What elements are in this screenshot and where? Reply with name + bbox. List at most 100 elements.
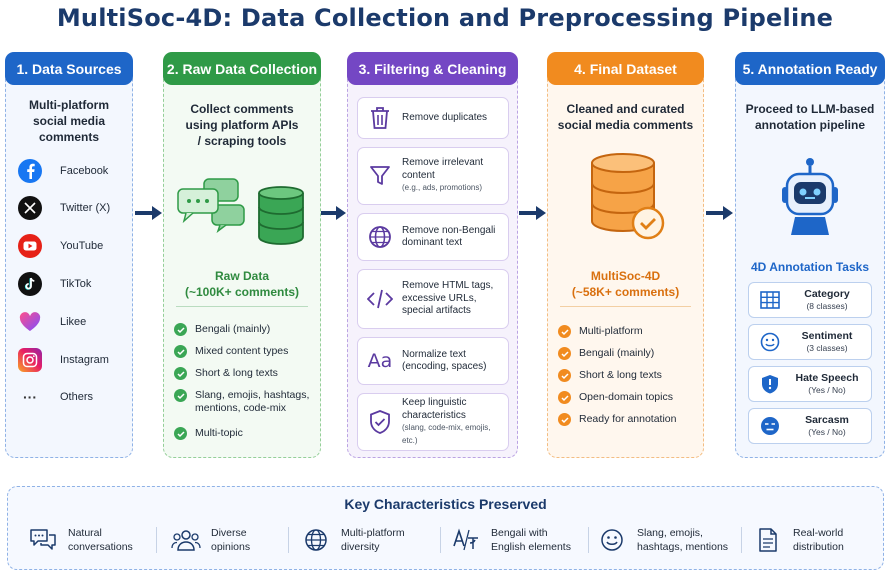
source-label: TikTok: [60, 278, 92, 290]
more-dots-icon: ···: [23, 389, 37, 405]
youtube-icon: [18, 234, 42, 258]
trash-icon: [364, 106, 396, 130]
chat-bubbles-icon: [177, 178, 245, 233]
raw-check-item: Mixed content types: [174, 345, 288, 358]
characteristic-text: Bengali with: [491, 527, 548, 539]
task-sub: (Yes / No): [808, 385, 846, 395]
description-line: Collect comments: [190, 102, 294, 116]
final-check-item: Multi-platform: [558, 325, 643, 338]
source-label: Others: [60, 391, 94, 403]
final-check-item: Ready for annotation: [558, 413, 676, 426]
robot-icon: [782, 158, 838, 235]
flow-arrow-icon: [519, 206, 546, 220]
separator: [588, 527, 589, 553]
check-label: Slang, emojis, hashtags,: [195, 389, 310, 401]
step-text: Remove duplicates: [402, 111, 488, 123]
annotation-tasks-title: 4D Annotation Tasks: [750, 260, 869, 274]
task-sub: (3 classes): [806, 343, 848, 353]
description-line: Multi-platform: [29, 98, 109, 112]
check-icon: [174, 367, 187, 380]
data-sources-description: Multi-platform social media comments: [6, 97, 132, 145]
text-aa-icon: Aa: [367, 350, 393, 372]
characteristic-text: conversations: [68, 541, 133, 553]
raw-check-item: Bengali (mainly): [174, 323, 270, 336]
filter-step-normalize: Aa Normalize text(encoding, spaces): [357, 337, 509, 385]
filter-icon: [364, 165, 396, 187]
source-instagram: Instagram: [18, 347, 109, 373]
task-name: Category: [804, 288, 850, 300]
description-line: Cleaned and curated: [566, 102, 685, 116]
flow-arrow-icon: [319, 206, 346, 220]
check-icon: [558, 347, 571, 360]
raw-collection-header: 2. Raw Data Collection: [163, 52, 321, 85]
step-subtext: (e.g., ads, promotions): [402, 183, 483, 193]
database-check-icon: [591, 153, 665, 240]
x-twitter-icon: [18, 196, 42, 220]
final-dataset-panel: 4. Final Dataset Cleaned and curated soc…: [547, 52, 704, 458]
database-icon: [258, 186, 304, 245]
check-icon: [558, 325, 571, 338]
globe-icon: [301, 528, 331, 552]
subtitle-line: (~58K+ comments): [571, 285, 680, 299]
raw-data-subtitle: Raw Data (~100K+ comments): [164, 268, 320, 300]
description-line: using platform APIs: [185, 118, 299, 132]
check-label: Short & long texts: [579, 369, 662, 381]
instagram-icon: [18, 348, 42, 372]
globe-icon: [364, 225, 396, 249]
separator: [288, 527, 289, 553]
description-line: comments: [38, 130, 100, 144]
shield-alert-icon: [757, 374, 783, 394]
check-label: Short & long texts: [195, 367, 278, 379]
task-sentiment: Sentiment(3 classes): [748, 324, 872, 360]
check-label: Mixed content types: [195, 345, 289, 357]
annotation-description: Proceed to LLM-based annotation pipeline: [736, 101, 884, 133]
flow-arrow-icon: [135, 206, 162, 220]
annotation-header: 5. Annotation Ready: [735, 52, 885, 85]
chat-bubbles-icon: [28, 528, 58, 552]
code-icon: [364, 289, 396, 309]
raw-check-item: Short & long texts: [174, 367, 278, 380]
characteristic-text: Natural: [68, 527, 102, 539]
characteristic-text: Slang, emojis,: [637, 527, 703, 539]
subtitle-line: Raw Data: [214, 269, 270, 283]
step-text: dominant text: [402, 237, 463, 248]
subtitle-line: MultiSoc-4D: [590, 269, 661, 283]
raw-check-item: Slang, emojis, hashtags,mentions, code-m…: [174, 389, 309, 415]
check-label: Bengali (mainly): [195, 323, 271, 335]
characteristic-item: Slang, emojis,hashtags, mentions: [597, 525, 728, 555]
step-text: content: [402, 169, 435, 181]
step-text: special artifacts: [402, 305, 471, 317]
characteristic-text: English elements: [491, 541, 571, 553]
source-label: Likee: [60, 316, 87, 328]
description-line: annotation pipeline: [755, 118, 865, 132]
step-subtext: (slang, code-mix, emojis, etc.): [402, 423, 491, 445]
subtitle-line: (~100K+ comments): [184, 285, 300, 299]
data-sources-panel: 1. Data Sources Multi-platform social me…: [5, 52, 133, 458]
grid-icon: [757, 291, 783, 309]
task-sarcasm: Sarcasm(Yes / No): [748, 408, 872, 444]
divider: [560, 306, 691, 307]
description-line: social media: [32, 114, 106, 128]
raw-collection-description: Collect comments using platform APIs / s…: [164, 101, 320, 149]
tiktok-icon: [18, 272, 42, 296]
separator: [741, 527, 742, 553]
flow-arrow-icon: [706, 206, 733, 220]
document-icon: [753, 528, 783, 552]
filter-step-duplicates: Remove duplicates: [357, 97, 509, 139]
task-category: Category(8 classes): [748, 282, 872, 318]
source-others: ··· Others: [18, 384, 93, 410]
task-hate-speech: Hate Speech(Yes / No): [748, 366, 872, 402]
source-label: Twitter (X): [60, 202, 111, 214]
characteristic-text: opinions: [211, 541, 251, 553]
raw-collection-panel: 2. Raw Data Collection Collect comments …: [163, 52, 321, 458]
likee-icon: [18, 310, 42, 334]
step-text: Remove HTML tags,: [402, 280, 494, 292]
check-icon: [174, 323, 187, 336]
source-label: YouTube: [60, 240, 104, 252]
step-text: characteristics: [402, 409, 466, 421]
filter-step-html: Remove HTML tags,excessive URLs,special …: [357, 269, 509, 329]
